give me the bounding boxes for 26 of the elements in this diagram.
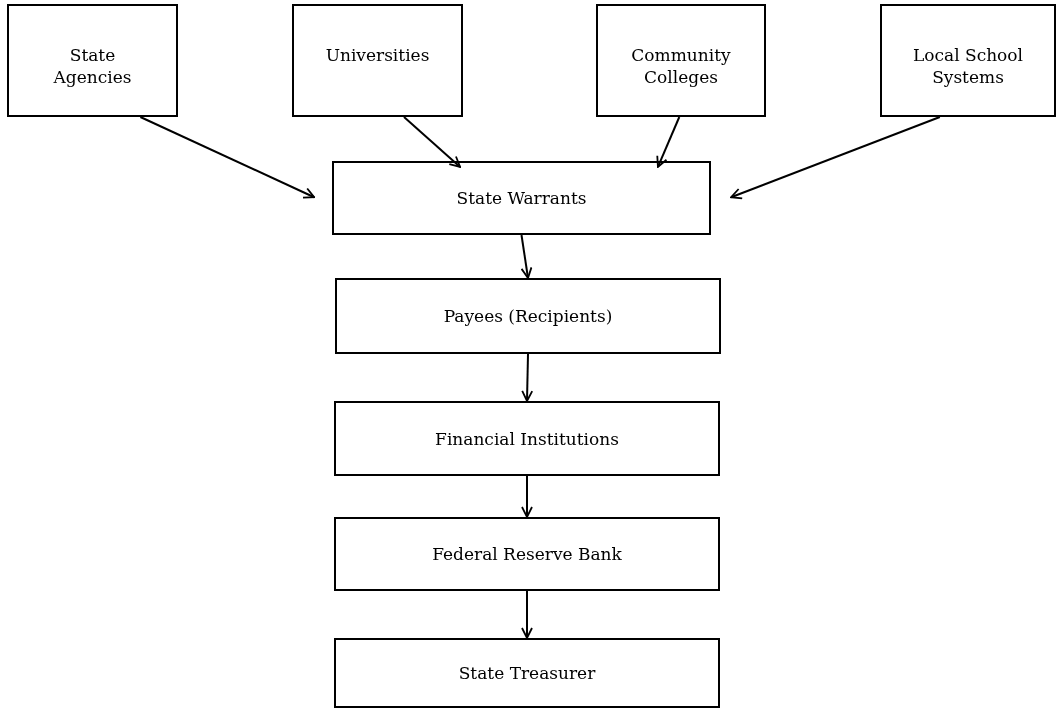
arrow — [520, 234, 533, 279]
arrow — [521, 353, 534, 402]
process-box — [334, 517, 720, 591]
box-label: Community Colleges — [630, 44, 732, 88]
box-label: Universities — [325, 44, 430, 66]
arrow — [730, 116, 941, 200]
box-label: Federal Reserve Bank — [431, 543, 623, 565]
process-box — [596, 4, 766, 117]
arrow — [656, 116, 681, 168]
process-box — [7, 4, 178, 117]
box-label: State Warrants — [455, 187, 588, 209]
process-box — [335, 278, 721, 354]
arrow — [139, 116, 316, 199]
process-box — [292, 4, 463, 117]
process-box — [880, 4, 1056, 117]
arrow — [521, 590, 533, 639]
arrow — [403, 116, 462, 168]
box-label: State Agencies — [52, 44, 133, 88]
arrow — [521, 475, 533, 518]
box-label: Financial Institutions — [434, 427, 620, 450]
box-label: Local School Systems — [911, 44, 1024, 88]
process-box — [334, 638, 720, 708]
process-box — [334, 401, 720, 476]
process-box — [332, 161, 711, 235]
box-label: Payees (Recipients) — [442, 305, 614, 327]
box-label: State Treasurer — [457, 662, 597, 684]
